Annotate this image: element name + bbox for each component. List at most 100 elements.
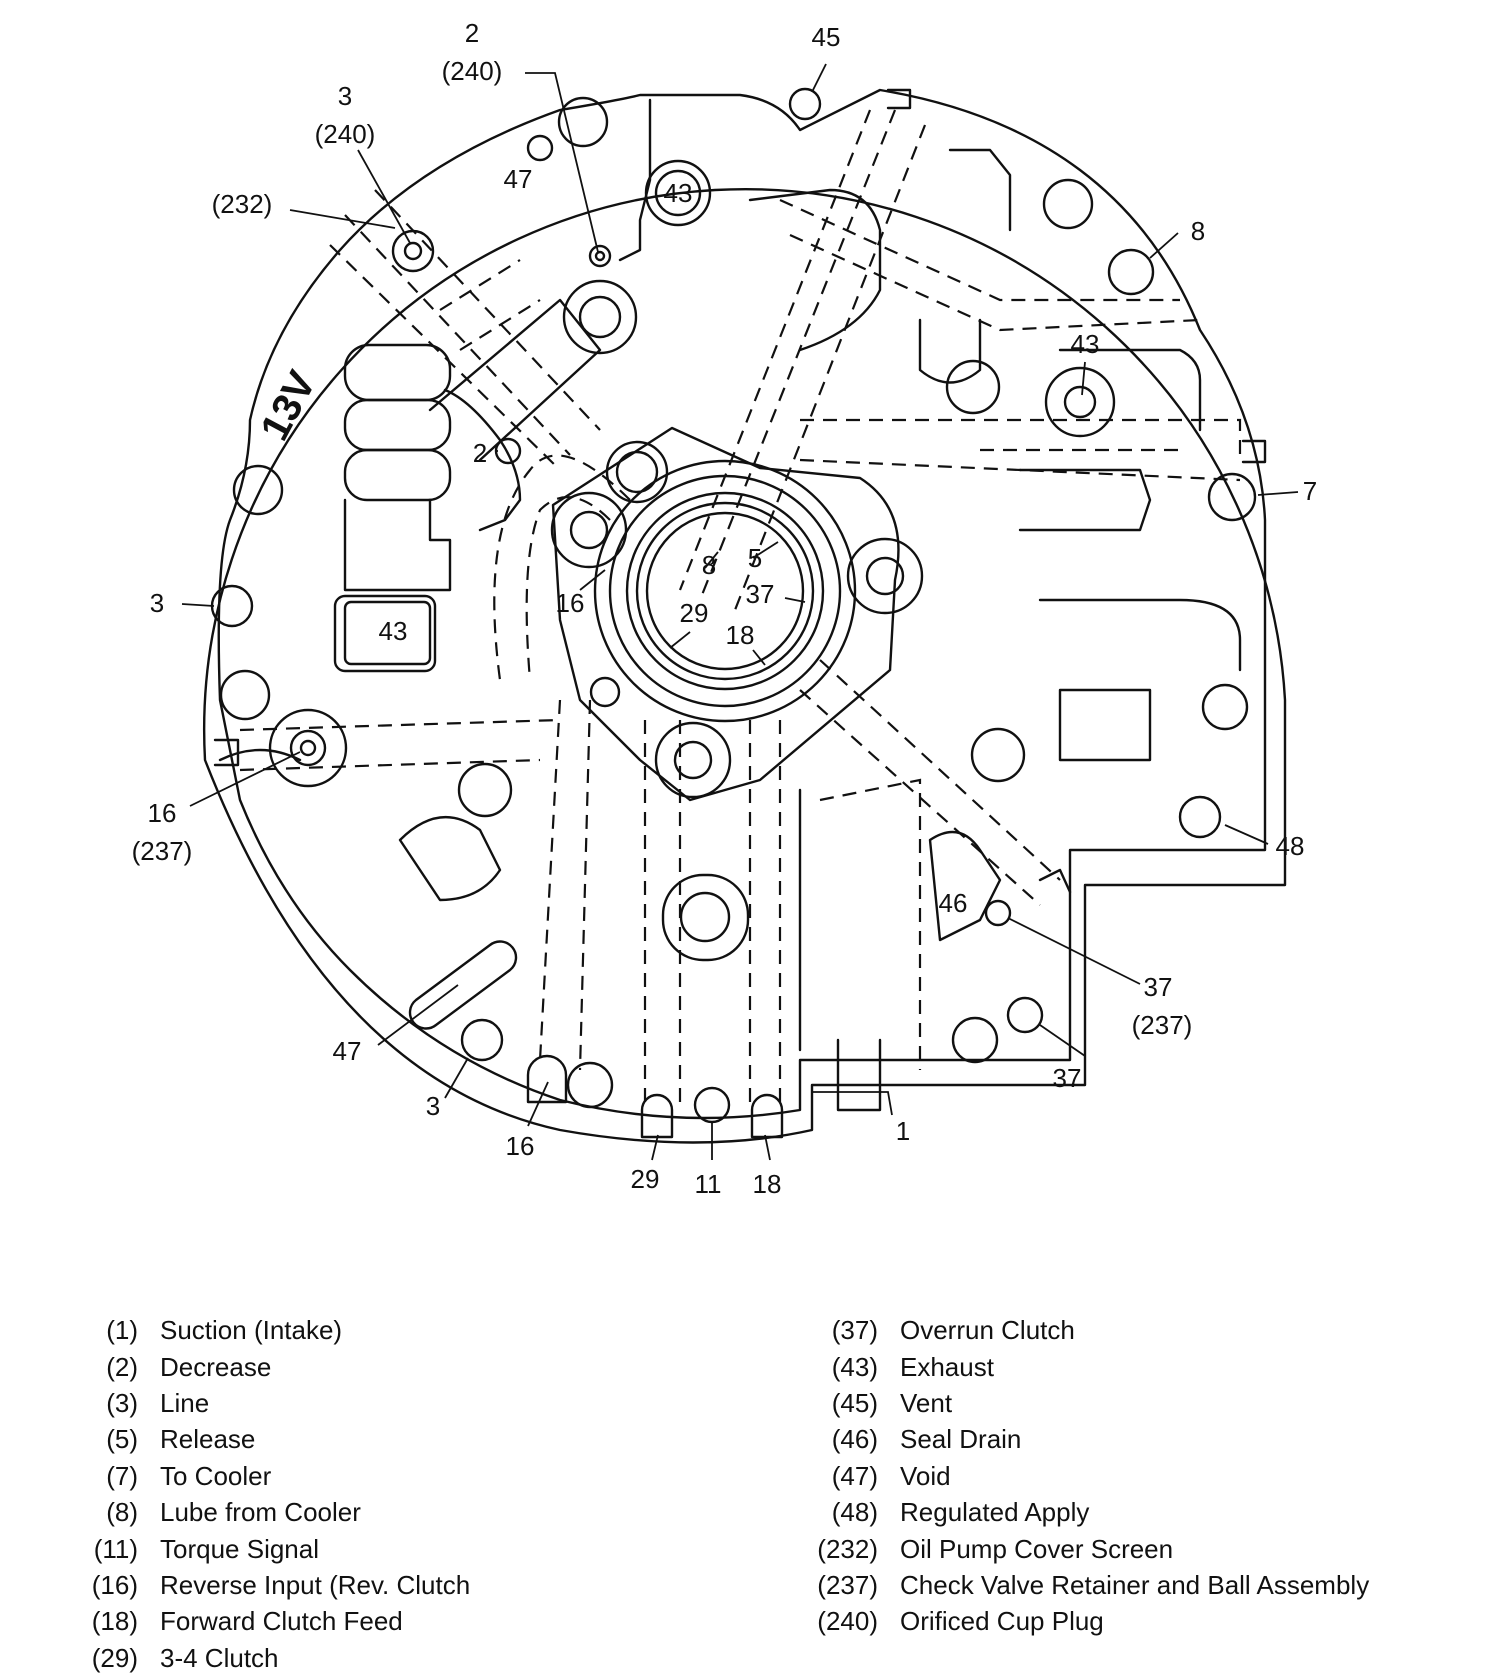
legend-label: Vent <box>900 1387 953 1418</box>
inner-casting-wall <box>217 88 1267 1120</box>
legend-item: (16) Reverse Input (Rev. Clutch <box>70 1567 470 1603</box>
callout-29: 29 <box>680 598 709 628</box>
legend-item: (43) Exhaust <box>808 1348 1369 1384</box>
legend-code: (47) <box>831 1460 878 1491</box>
legend-item: (37) Overrun Clutch <box>808 1312 1369 1348</box>
callout-3: 3 <box>338 81 352 111</box>
legend-label: 3-4 Clutch <box>160 1642 279 1673</box>
legend-item: (240) Orificed Cup Plug <box>808 1603 1369 1639</box>
callout-8: 8 <box>702 550 716 580</box>
check-valve-cups <box>213 88 1267 1139</box>
legend-label: Void <box>900 1460 951 1491</box>
legend-label: Orificed Cup Plug <box>900 1606 1104 1637</box>
legend-right-column: (37)Overrun Clutch (43)Exhaust (45)Vent … <box>808 1312 1369 1640</box>
legend-item: (8) Lube from Cooler <box>70 1494 470 1530</box>
callout-43: 43 <box>664 178 693 208</box>
callout-8: 8 <box>1191 216 1205 246</box>
legend-left-column: (1)Suction (Intake) (2)Decrease (3)Line … <box>70 1312 470 1676</box>
perimeter-bolt-holes <box>210 87 1257 1124</box>
legend-code: (237) <box>817 1569 878 1600</box>
callout-47: 47 <box>504 164 533 194</box>
callout-1: 1 <box>896 1116 910 1146</box>
legend-code: (1) <box>106 1315 138 1346</box>
legend-code: (2) <box>106 1351 138 1382</box>
callout-240: (240) <box>442 56 503 86</box>
legend-code: (7) <box>106 1460 138 1491</box>
legend-item: (1) Suction (Intake) <box>70 1312 470 1348</box>
legend-code: (240) <box>817 1606 878 1637</box>
legend-code: (29) <box>91 1642 138 1673</box>
legend-label: Torque Signal <box>160 1533 319 1564</box>
cavity-outlines <box>218 98 1242 1112</box>
legend-code: (8) <box>106 1497 138 1528</box>
callout-5: 5 <box>748 543 762 573</box>
callout-18: 18 <box>726 620 755 650</box>
legend-code: (5) <box>106 1424 138 1455</box>
callout-7: 7 <box>1303 476 1317 506</box>
legend-item: (5) Release <box>70 1421 470 1457</box>
void-slot <box>408 940 518 1030</box>
callout-48: 48 <box>1276 831 1305 861</box>
legend-item: (2) Decrease <box>70 1348 470 1384</box>
callout-46: 46 <box>939 888 968 918</box>
callout-11: 11 <box>695 1169 722 1199</box>
internal-bosses <box>268 134 1116 962</box>
legend-code: (3) <box>106 1387 138 1418</box>
legend-label: Suction (Intake) <box>160 1315 343 1346</box>
legend-item: (232) Oil Pump Cover Screen <box>808 1530 1369 1566</box>
legend-label: Forward Clutch Feed <box>160 1606 403 1637</box>
legend-label: Reverse Input (Rev. Clutch <box>160 1569 471 1600</box>
legend-code: (45) <box>831 1387 878 1418</box>
callout-16: 16 <box>148 798 177 828</box>
callout-240: (240) <box>315 119 376 149</box>
central-hub <box>550 426 924 802</box>
legend-label: Decrease <box>160 1351 272 1382</box>
legend-label: Release <box>160 1424 256 1455</box>
legend-item: (45) Vent <box>808 1385 1369 1421</box>
legend-item: (47) Void <box>808 1458 1369 1494</box>
callout-237: (237) <box>1132 1010 1193 1040</box>
callout-37: 37 <box>1144 972 1173 1002</box>
legend-label: Overrun Clutch <box>900 1315 1075 1346</box>
legend-label: To Cooler <box>160 1460 272 1491</box>
callout-16: 16 <box>506 1131 535 1161</box>
legend-code: (48) <box>831 1497 878 1528</box>
legend-label: Check Valve Retainer and Ball Assembly <box>900 1569 1370 1600</box>
legend-code: (43) <box>831 1351 878 1382</box>
legend-item: (7) To Cooler <box>70 1458 470 1494</box>
callout-16: 16 <box>556 588 585 618</box>
callout-232: (232) <box>212 189 273 219</box>
oil-pump-cover-diagram: 13V 2 (240) 3 (240) (232) 45 47 43 8 43 … <box>132 18 1318 1199</box>
legend-label: Oil Pump Cover Screen <box>900 1533 1174 1564</box>
legend-label: Line <box>160 1387 210 1418</box>
callout-37: 37 <box>1053 1063 1082 1093</box>
legend-item: (48) Regulated Apply <box>808 1494 1369 1530</box>
legend-item: (3) Line <box>70 1385 470 1421</box>
callout-37: 37 <box>746 579 775 609</box>
callout-47: 47 <box>333 1036 362 1066</box>
callout-3: 3 <box>426 1091 440 1121</box>
legend-item: (29) 3-4 Clutch <box>70 1640 470 1676</box>
callout-237: (237) <box>132 836 193 866</box>
legend-label: Exhaust <box>900 1351 994 1382</box>
legend-item: (11) Torque Signal <box>70 1530 470 1566</box>
legend-label: Lube from Cooler <box>160 1497 361 1528</box>
callout-18: 18 <box>753 1169 782 1199</box>
legend-label: Seal Drain <box>900 1424 1022 1455</box>
legend-code: (16) <box>91 1569 138 1600</box>
legend-code: (18) <box>91 1606 138 1637</box>
callout-45: 45 <box>812 22 841 52</box>
legend-code: (46) <box>831 1424 878 1455</box>
oil-passages <box>239 109 1242 1110</box>
callout-43: 43 <box>379 616 408 646</box>
callout-leaders <box>181 63 1299 1161</box>
legend-item: (237) Check Valve Retainer and Ball Assem… <box>808 1567 1369 1603</box>
legend-code: (37) <box>831 1315 878 1346</box>
legend-code: (11) <box>93 1533 138 1564</box>
legend-label: Regulated Apply <box>900 1497 1090 1528</box>
callout-2: 2 <box>473 438 487 468</box>
callout-43: 43 <box>1071 329 1100 359</box>
legend-code: (232) <box>817 1533 878 1564</box>
callout-2: 2 <box>465 18 479 48</box>
callout-3: 3 <box>150 588 164 618</box>
